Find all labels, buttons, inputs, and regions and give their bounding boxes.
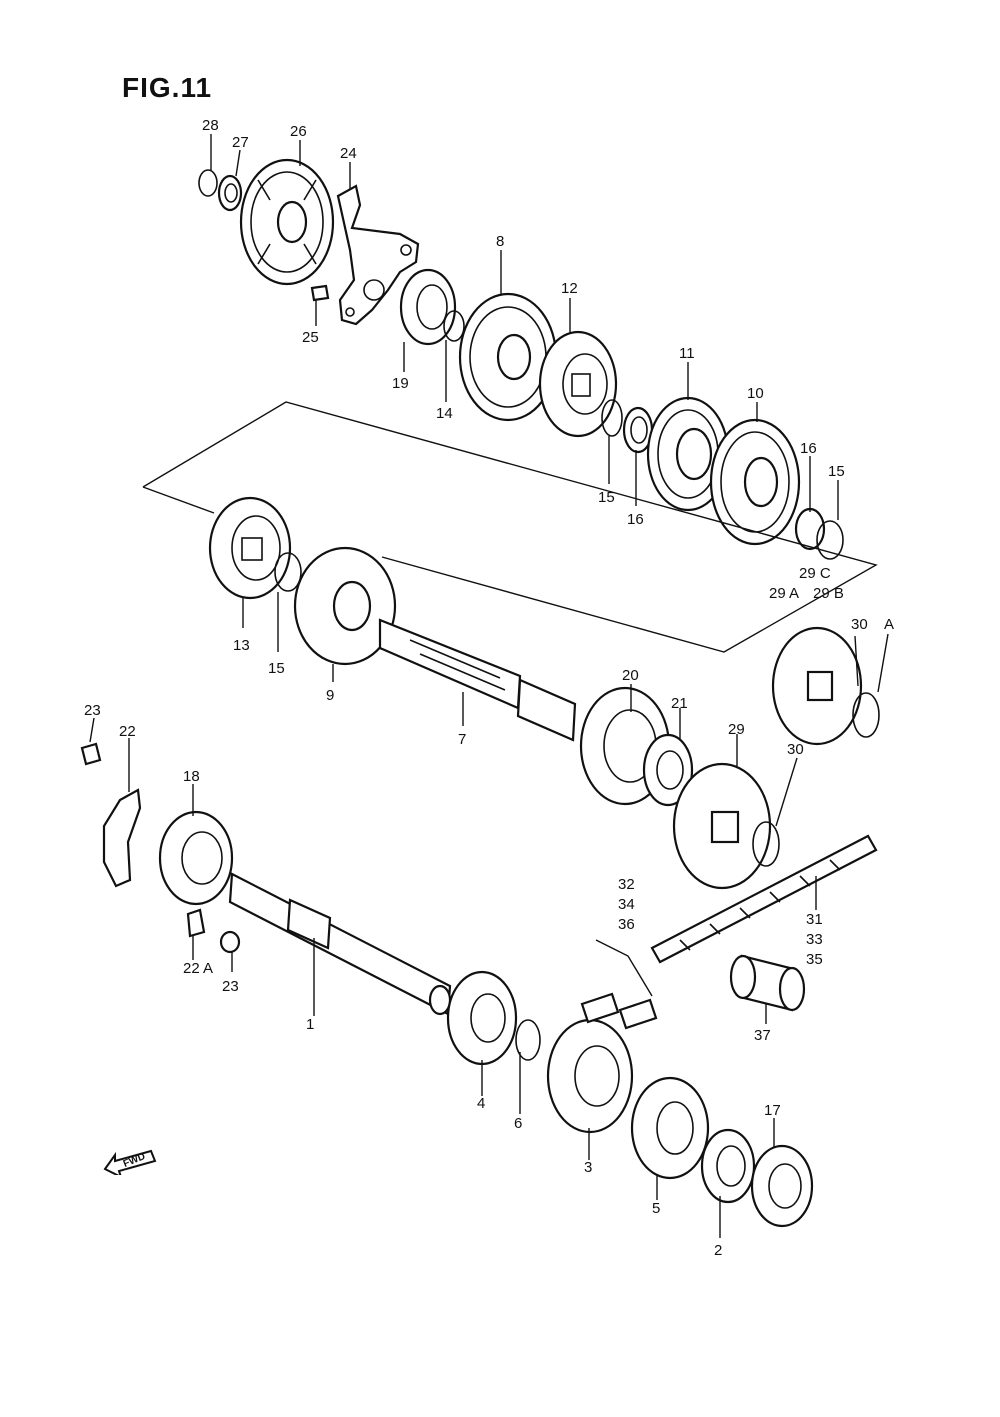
callout-12: 12	[561, 280, 578, 297]
bracket-24	[336, 184, 420, 326]
callout-28: 28	[202, 117, 219, 134]
callout-8: 8	[496, 233, 505, 250]
circlip-15a	[601, 399, 623, 437]
callout-a: A	[884, 616, 895, 633]
callout-37: 37	[754, 1027, 771, 1044]
bearing-19	[399, 268, 457, 346]
bearing-18	[158, 810, 234, 906]
shaft-7	[378, 618, 577, 742]
callout-9: 9	[326, 687, 335, 704]
callout-3: 3	[584, 1159, 593, 1176]
callout-17: 17	[764, 1102, 781, 1119]
callout-23-b: 23	[222, 978, 239, 995]
callout-4: 4	[477, 1095, 486, 1112]
callout-32: 32	[618, 876, 635, 893]
leader-lines	[89, 134, 889, 1238]
gear-8	[458, 292, 558, 422]
washer-27	[217, 174, 243, 212]
fwd-arrow-icon	[103, 1149, 157, 1175]
callout-24: 24	[340, 145, 357, 162]
callout-13: 13	[233, 637, 250, 654]
bolt-25	[310, 284, 330, 302]
callout-2: 2	[714, 1242, 723, 1259]
circlip-28	[198, 169, 218, 197]
chain-joint-32	[580, 939, 658, 1030]
gear-3	[546, 1018, 634, 1134]
callout-31: 31	[806, 911, 823, 928]
callout-30-a: 30	[851, 616, 868, 633]
gear-26	[239, 158, 335, 286]
circlip-30a	[852, 692, 880, 738]
bearing-17	[750, 1144, 814, 1228]
gear-4	[446, 970, 518, 1066]
gear-9	[293, 546, 397, 666]
callout-22: 22	[119, 723, 136, 740]
gear-5	[630, 1076, 710, 1180]
callout-21: 21	[671, 695, 688, 712]
bolt-23a	[80, 742, 102, 766]
callout-29b: 29 B	[813, 585, 844, 602]
gear-12	[538, 330, 618, 438]
callout-15-b: 15	[828, 463, 845, 480]
shaft-1	[228, 872, 452, 1016]
callout-11: 11	[679, 345, 695, 362]
callout-15-c: 15	[268, 660, 285, 677]
circlip-6	[515, 1019, 541, 1061]
gear-2	[700, 1128, 756, 1204]
callout-7: 7	[458, 731, 467, 748]
callout-33: 33	[806, 931, 823, 948]
callout-30: 30	[787, 741, 804, 758]
washer-14	[443, 310, 465, 342]
callout-14: 14	[436, 405, 453, 422]
callout-16-a: 16	[627, 511, 644, 528]
callout-1: 1	[306, 1016, 315, 1033]
circlip-15c	[274, 552, 302, 592]
callout-29a: 29 A	[769, 585, 800, 602]
callout-29c: 29 C	[799, 565, 831, 582]
callout-22a: 22 A	[183, 960, 214, 977]
screw-23b	[219, 930, 241, 954]
plate-22a	[186, 908, 206, 938]
callout-34: 34	[618, 896, 635, 913]
figure-title: FIG.11	[122, 72, 213, 103]
callout-25: 25	[302, 329, 319, 346]
callout-23-a: 23	[84, 702, 101, 719]
callout-10: 10	[747, 385, 764, 402]
callout-29: 29	[728, 721, 745, 738]
callout-26: 26	[290, 123, 307, 140]
plate-22	[102, 788, 142, 888]
gear-10	[709, 418, 801, 546]
gear-13	[208, 496, 292, 600]
sprocket-29b	[771, 626, 863, 746]
callout-19: 19	[392, 375, 409, 392]
chain-31	[650, 834, 878, 964]
spacer-21	[642, 733, 694, 807]
callout-27: 27	[232, 134, 249, 151]
callout-16-b: 16	[800, 440, 817, 457]
callout-6: 6	[514, 1115, 523, 1132]
sprocket-29	[672, 762, 772, 890]
callout-35: 35	[806, 951, 823, 968]
callout-15-a: 15	[598, 489, 615, 506]
circlip-30	[752, 821, 780, 867]
callout-5: 5	[652, 1200, 661, 1217]
callout-18: 18	[183, 768, 200, 785]
callout-36: 36	[618, 916, 635, 933]
roller-37	[729, 954, 806, 1012]
circlip-15b	[816, 520, 844, 560]
callout-20: 20	[622, 667, 639, 684]
